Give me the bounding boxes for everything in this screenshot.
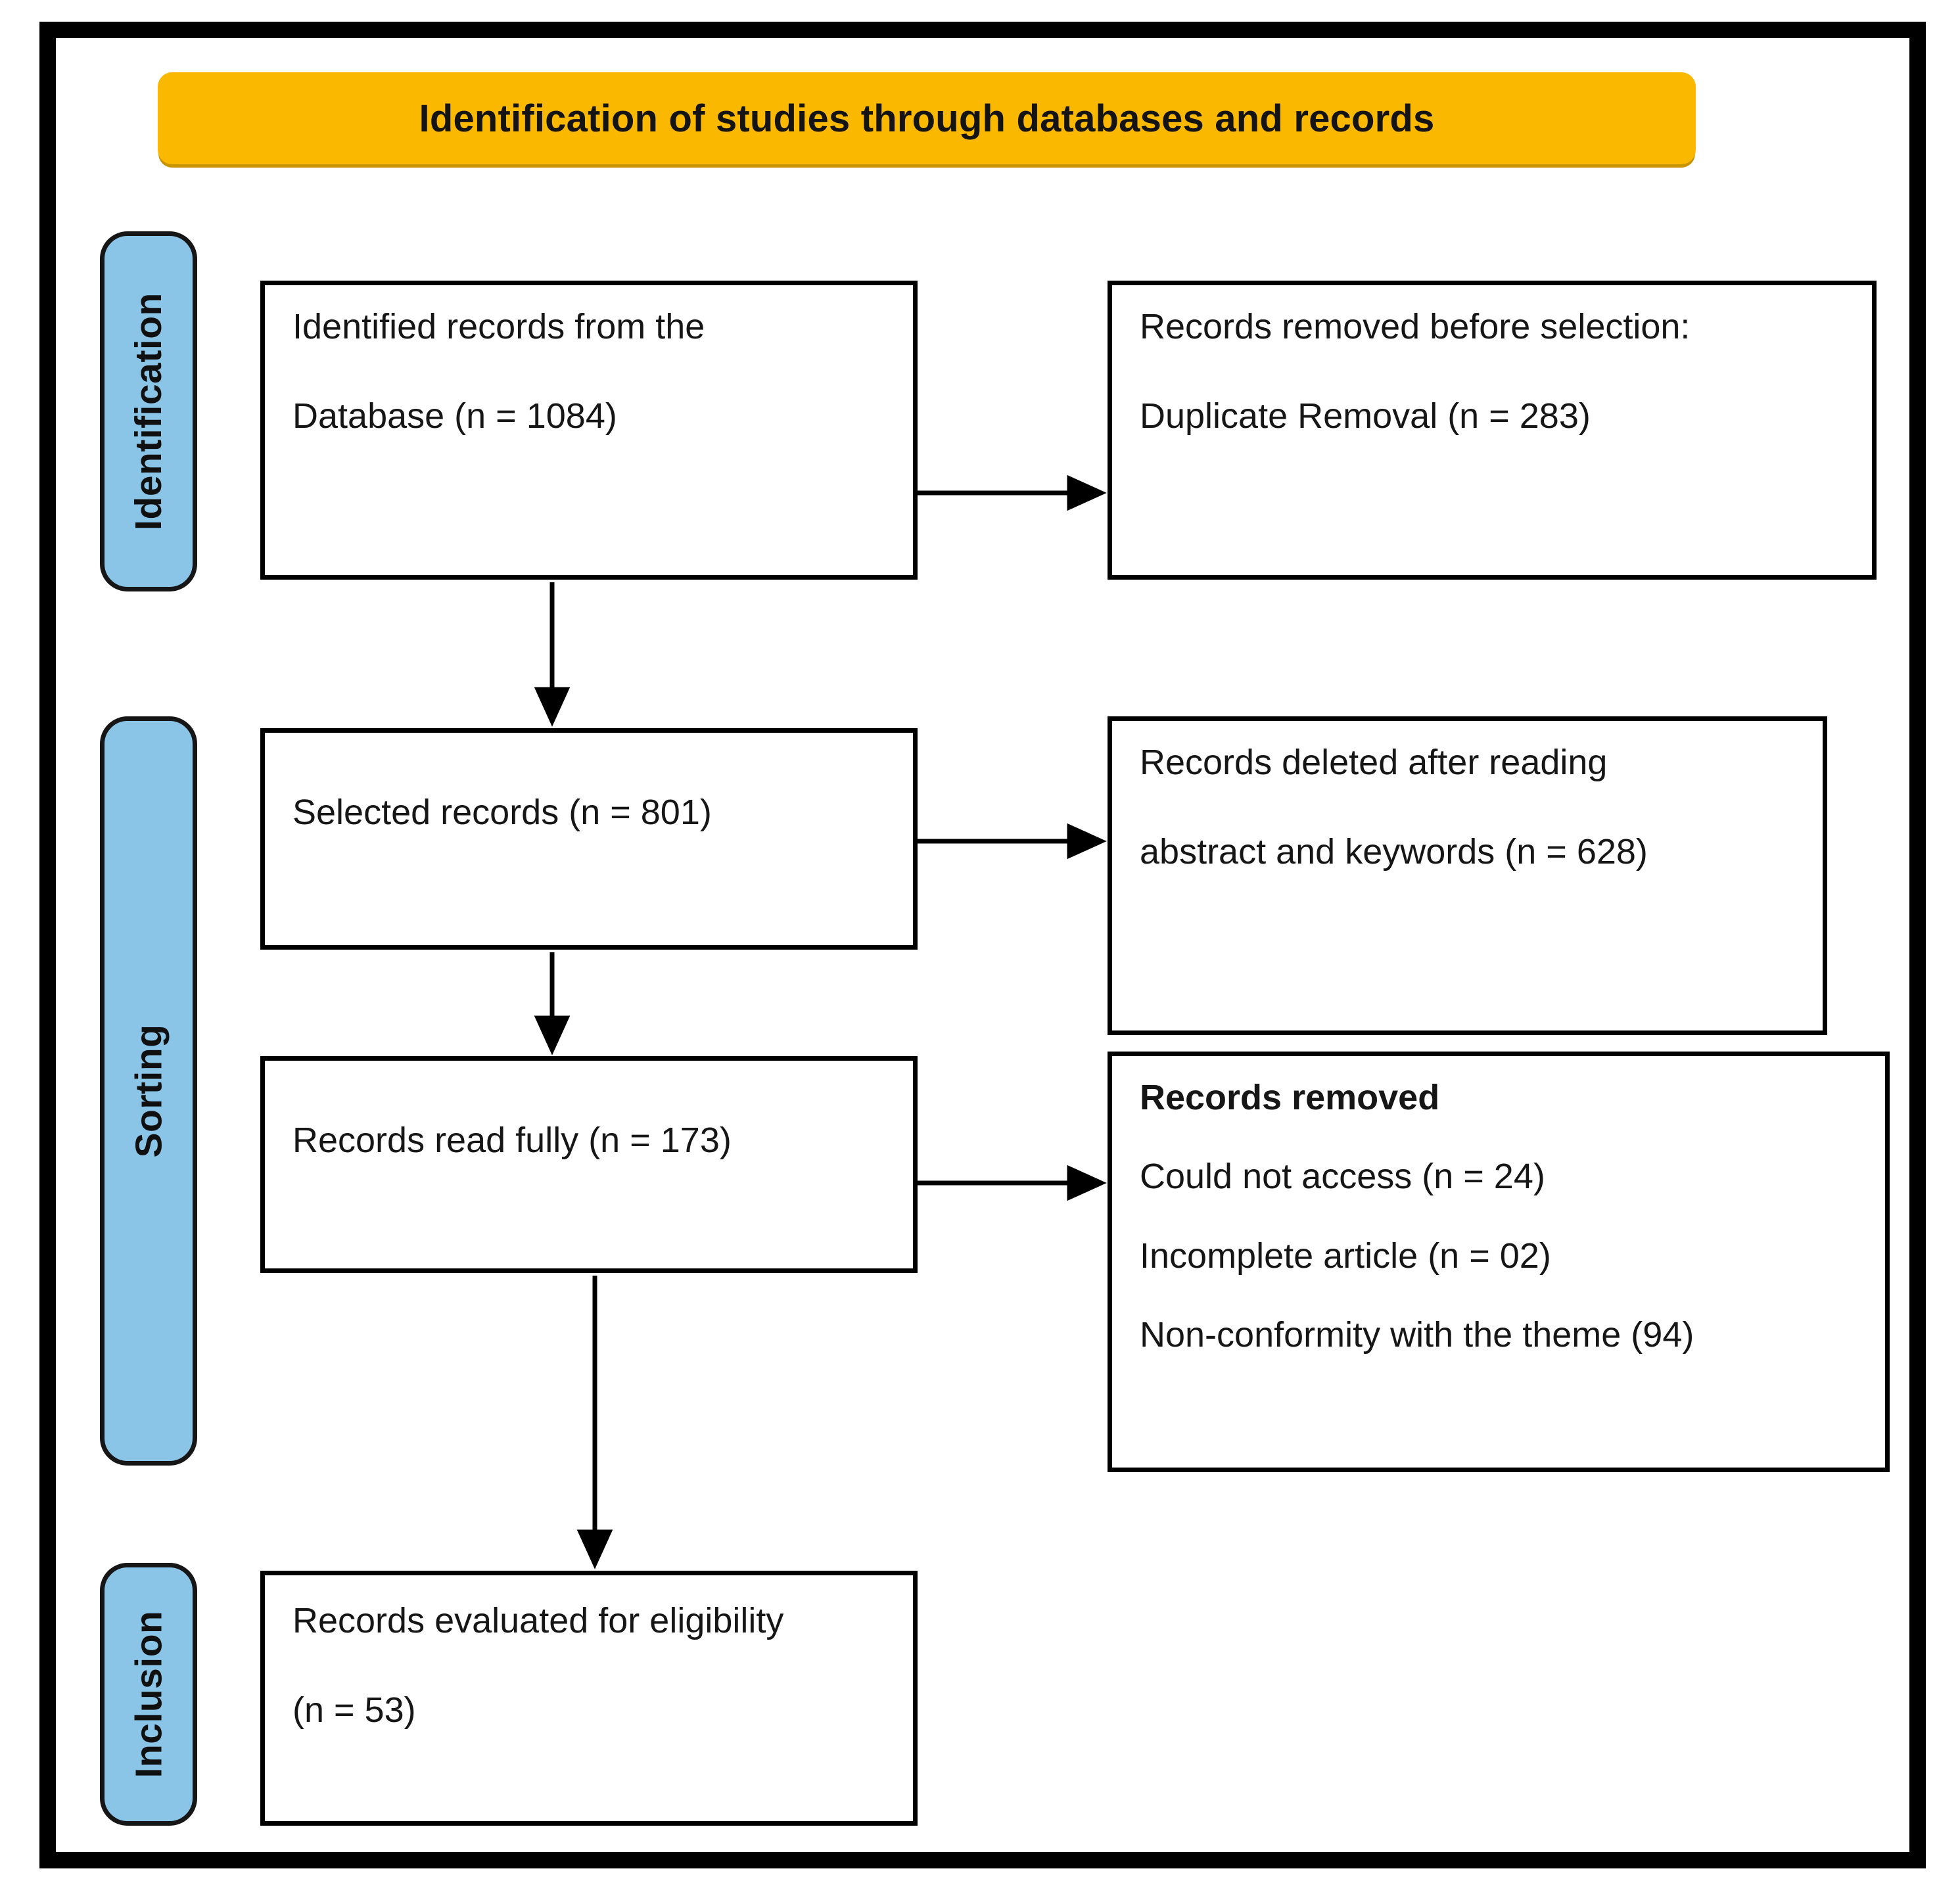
- box-removed-before-line-2: Duplicate Removal (n = 283): [1140, 396, 1591, 436]
- box-selected-line-1: Selected records (n = 801): [292, 793, 712, 832]
- stage-label-identification: Identification: [128, 292, 170, 530]
- header-banner: Identification of studies through databa…: [158, 72, 1696, 164]
- box-deleted-abstract-line-1: Records deleted after reading: [1140, 743, 1608, 782]
- stage-label-inclusion: Inclusion: [128, 1610, 170, 1778]
- box-records-removed-line-1: Could not access (n = 24): [1140, 1157, 1545, 1197]
- box-records-read-fully: Records read fully (n = 173): [260, 1056, 918, 1273]
- box-deleted-abstract-line-2: abstract and keywords (n = 628): [1140, 832, 1648, 872]
- box-records-removed-before-selection: Records removed before selection: Duplic…: [1108, 281, 1877, 580]
- box-evaluated-line-2: (n = 53): [292, 1690, 416, 1730]
- box-identified-line-2: Database (n = 1084): [292, 396, 617, 436]
- box-records-removed-heading: Records removed: [1140, 1078, 1440, 1117]
- box-selected-records: Selected records (n = 801): [260, 728, 918, 950]
- header-banner-label: Identification of studies through databa…: [419, 97, 1435, 140]
- box-records-removed-line-2: Incomplete article (n = 02): [1140, 1236, 1551, 1276]
- box-records-removed-line-3: Non-conformity with the theme (94): [1140, 1314, 1694, 1354]
- box-identified-records: Identified records from the Database (n …: [260, 281, 918, 580]
- box-records-deleted-after-reading: Records deleted after reading abstract a…: [1108, 716, 1827, 1035]
- box-read-fully-line-1: Records read fully (n = 173): [292, 1121, 732, 1160]
- box-identified-line-1: Identified records from the: [292, 307, 705, 346]
- box-removed-before-line-1: Records removed before selection:: [1140, 307, 1691, 346]
- box-records-removed: Records removed Could not access (n = 24…: [1108, 1052, 1890, 1472]
- stage-label-sorting: Sorting: [128, 1024, 170, 1158]
- stage-pill-sorting: Sorting: [100, 716, 197, 1466]
- stage-pill-inclusion: Inclusion: [100, 1563, 197, 1826]
- stage-pill-identification: Identification: [100, 231, 197, 591]
- box-evaluated-line-1: Records evaluated for eligibility: [292, 1601, 784, 1640]
- box-records-evaluated-for-eligibility: Records evaluated for eligibility (n = 5…: [260, 1571, 918, 1826]
